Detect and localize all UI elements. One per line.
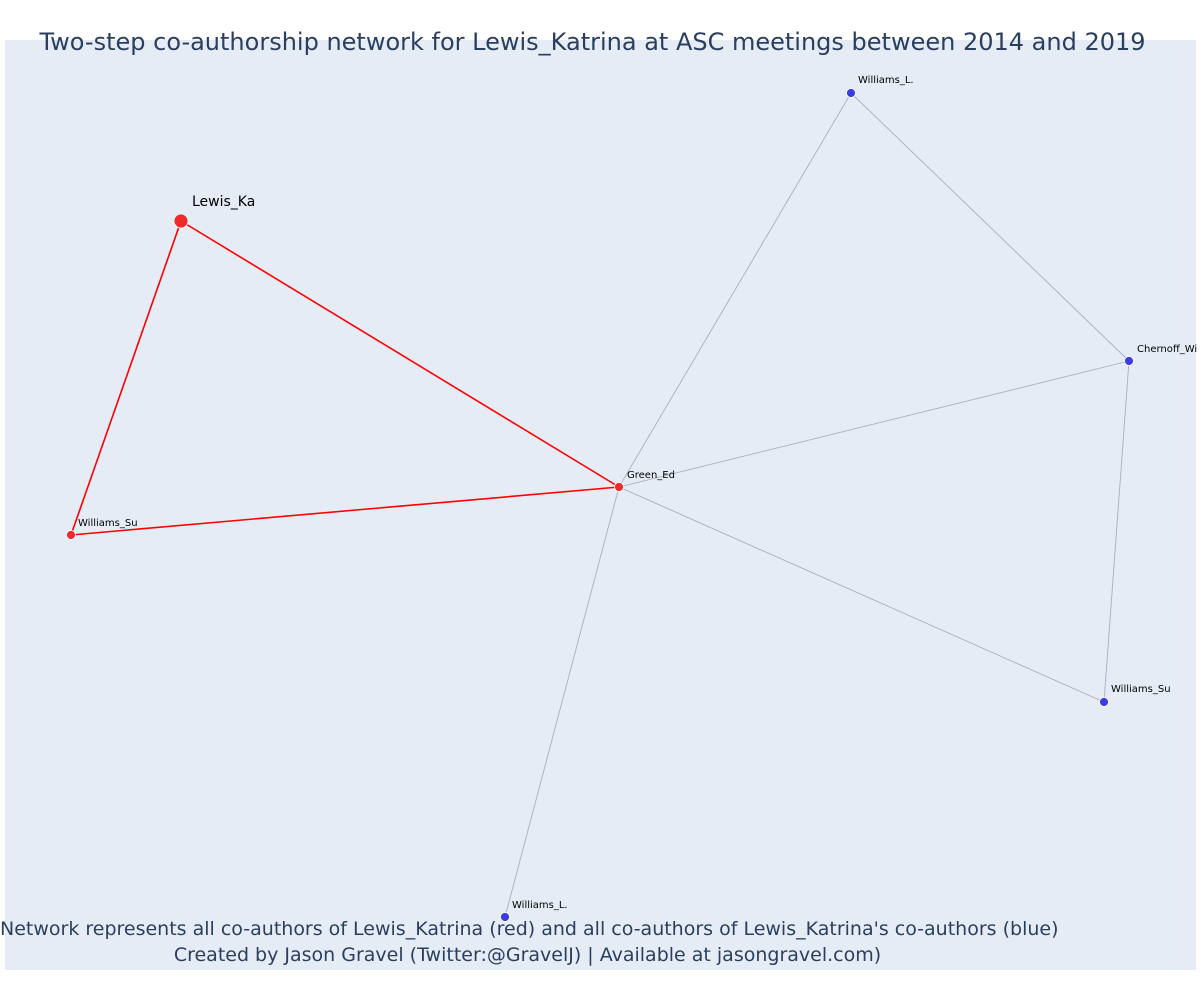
edge-williams_l_top-chernoff_wi — [850, 92, 1130, 362]
node-williams_su_blue[interactable] — [1099, 697, 1109, 707]
node-label-williams_l_bottom: Williams_L. — [512, 900, 568, 911]
node-label-green_ed: Green_Ed — [627, 470, 675, 481]
node-label-williams_su_red: Williams_Su — [78, 518, 138, 529]
node-label-williams_su_blue: Williams_Su — [1111, 684, 1171, 695]
node-green_ed[interactable] — [614, 482, 624, 492]
node-label-chernoff_wi: Chernoff_Wi — [1137, 344, 1197, 355]
footer-note: Network represents all co-authors of Lew… — [0, 918, 1059, 940]
edge-williams_su_red-green_ed — [70, 486, 620, 536]
edge-lewis-williams_su_red — [70, 220, 182, 536]
labels-layer: Lewis_KaWilliams_SuGreen_EdWilliams_L.Ch… — [78, 75, 1197, 911]
edge-green_ed-chernoff_wi — [618, 360, 1130, 488]
chart-title: Two-step co-authorship network for Lewis… — [39, 28, 1146, 56]
node-williams_l_top[interactable] — [846, 88, 856, 98]
nodes-layer — [66, 88, 1134, 922]
node-lewis[interactable] — [173, 213, 189, 229]
footer-credit: Created by Jason Gravel (Twitter:@Gravel… — [173, 944, 882, 966]
node-chernoff_wi[interactable] — [1124, 356, 1134, 366]
node-label-lewis: Lewis_Ka — [192, 194, 255, 210]
node-williams_l_bottom[interactable] — [500, 912, 510, 922]
plot-area — [5, 40, 1196, 970]
edge-green_ed-williams_su_blue — [618, 486, 1105, 703]
node-label-williams_l_top: Williams_L. — [858, 75, 914, 86]
edge-green_ed-williams_l_top — [618, 92, 852, 488]
edge-green_ed-williams_l_bottom — [504, 486, 620, 918]
node-williams_su_red[interactable] — [66, 530, 76, 540]
edges-layer — [70, 92, 1130, 918]
edge-chernoff_wi-williams_su_blue — [1103, 360, 1130, 703]
edge-lewis-green_ed — [180, 220, 620, 488]
